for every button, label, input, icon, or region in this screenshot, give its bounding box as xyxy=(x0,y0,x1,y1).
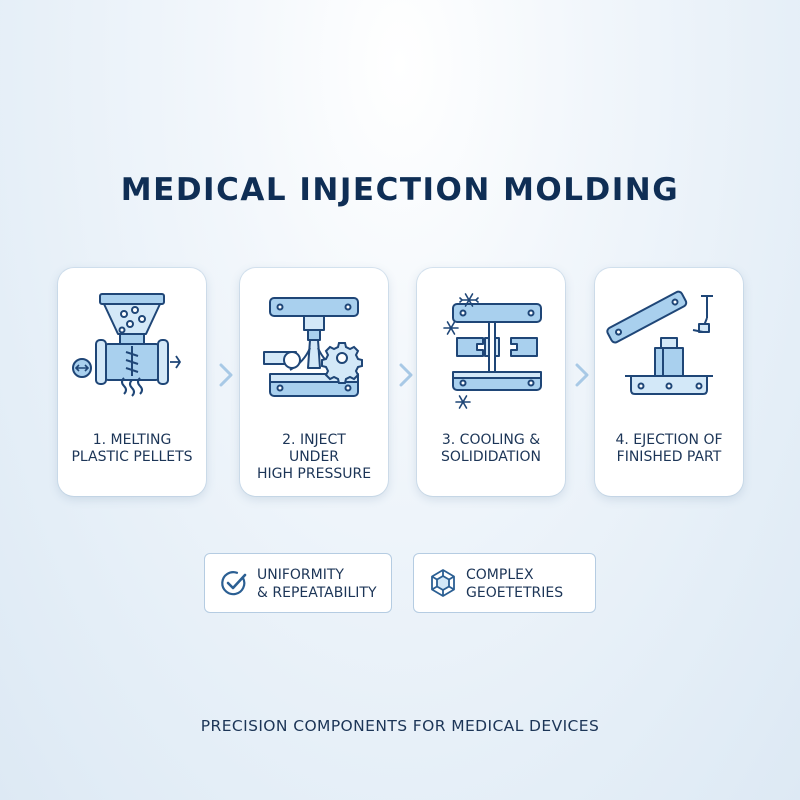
chevron-right-icon xyxy=(399,363,413,387)
step-label-cooling: 3. COOLING & SOLIDIDATION xyxy=(441,432,541,465)
feature-uniformity: UNIFORMITY & REPEATABILITY xyxy=(204,553,392,613)
press-gear-icon xyxy=(263,297,363,397)
step-label-melting: 1. MELTING PLASTIC PELLETS xyxy=(71,432,193,465)
step-card-ejection: 4. EJECTION OF FINISHED PART xyxy=(595,268,743,496)
chevron-right-icon xyxy=(575,363,589,387)
step-label-ejection: 4. EJECTION OF FINISHED PART xyxy=(615,432,723,465)
step-card-melting: 1. MELTING PLASTIC PELLETS xyxy=(58,268,206,496)
feature-geometries: COMPLEX GEOETETRIES xyxy=(413,553,596,613)
step-label-inject: 2. INJECT UNDER HIGH PRESSURE xyxy=(256,432,372,482)
page-title: MEDICAL INJECTION MOLDING xyxy=(120,172,680,208)
feature-label-geometries: COMPLEX GEOETETRIES xyxy=(466,567,564,601)
geometric-shape-icon xyxy=(431,569,455,597)
checkmark-circle-icon xyxy=(221,571,247,596)
step-card-cooling: 3. COOLING & SOLIDIDATION xyxy=(417,268,565,496)
ejector-arm-icon xyxy=(606,290,713,395)
step-card-inject: 2. INJECT UNDER HIGH PRESSURE xyxy=(240,268,388,496)
mold-snowflake-icon xyxy=(443,293,542,409)
footer-tagline: PRECISION COMPONENTS FOR MEDICAL DEVICES xyxy=(200,717,600,735)
chevron-right-icon xyxy=(219,363,233,387)
hopper-heater-icon xyxy=(72,293,181,397)
feature-label-uniformity: UNIFORMITY & REPEATABILITY xyxy=(257,567,377,601)
